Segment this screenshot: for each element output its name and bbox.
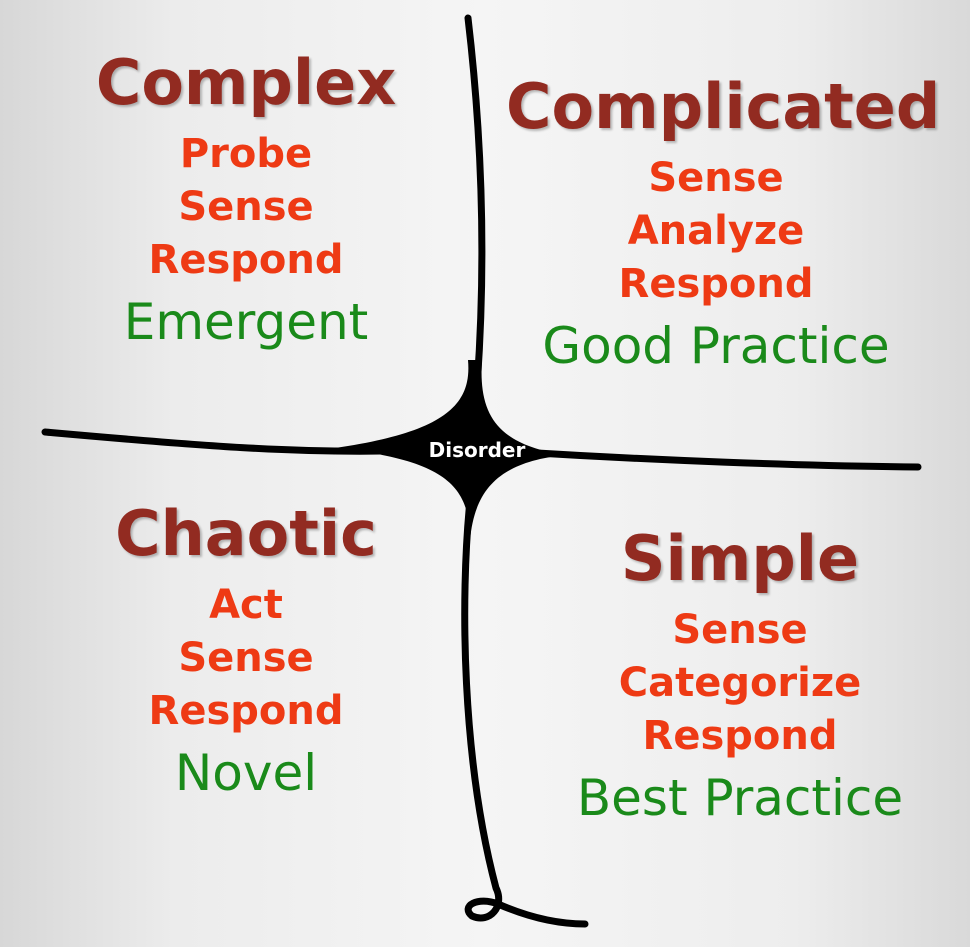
step-item: Respond [618, 261, 814, 307]
domain-title: Complicated [506, 70, 941, 143]
step-item: Sense [648, 155, 784, 201]
practice-label: Novel [174, 744, 318, 802]
step-item: Sense [178, 184, 314, 230]
step-item: Respond [148, 688, 344, 734]
step-item: Act [209, 582, 283, 628]
domain-complex: Complex Probe Sense Respond Emergent [36, 46, 456, 351]
practice-label: Emergent [123, 293, 369, 351]
domain-simple: Simple Sense Categorize Respond Best Pra… [530, 522, 950, 827]
step-list: Sense Categorize Respond [530, 604, 950, 763]
boundary-right [516, 448, 922, 471]
domain-title: Chaotic [115, 497, 377, 570]
domain-chaotic: Chaotic Act Sense Respond Novel [36, 497, 456, 802]
step-list: Probe Sense Respond [36, 128, 456, 287]
step-item: Sense [178, 635, 314, 681]
disorder-label: Disorder [428, 438, 526, 462]
step-list: Act Sense Respond [36, 579, 456, 738]
boundary-top [464, 14, 486, 404]
step-item: Categorize [618, 660, 862, 706]
step-item: Sense [672, 607, 808, 653]
step-item: Respond [642, 713, 838, 759]
practice-label: Best Practice [576, 769, 904, 827]
step-item: Probe [179, 131, 313, 177]
step-item: Analyze [627, 208, 805, 254]
practice-label: Good Practice [542, 317, 890, 375]
boundary-bottom [461, 496, 589, 928]
step-list: Sense Analyze Respond [506, 152, 926, 311]
domain-title: Complex [95, 46, 397, 119]
domain-title: Simple [620, 522, 860, 595]
disorder-region [335, 360, 565, 540]
boundary-left [41, 428, 424, 455]
step-item: Respond [148, 237, 344, 283]
domain-complicated: Complicated Sense Analyze Respond Good P… [506, 70, 941, 375]
